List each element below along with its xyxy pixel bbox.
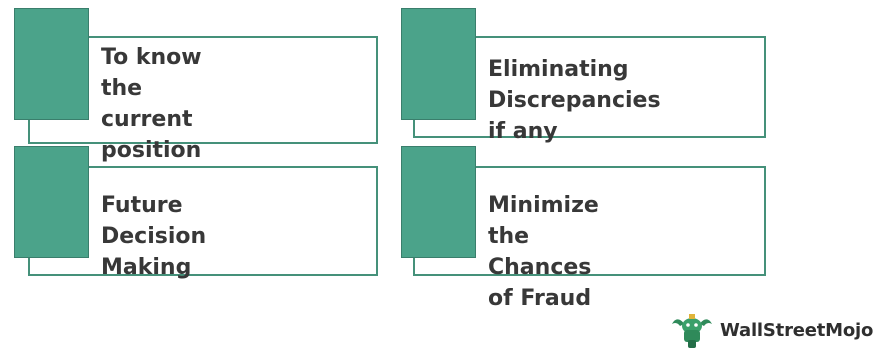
brand-name: WallStreetMojo	[720, 319, 874, 341]
card-accent-block	[401, 146, 476, 258]
card-accent-block	[401, 8, 476, 120]
card-accent-block	[14, 8, 89, 120]
card-label: Minimize the Chances of Fraud	[488, 193, 599, 311]
card-accent-block	[14, 146, 89, 258]
wallstreetmojo-logo-icon	[672, 314, 712, 348]
card-label: Eliminating Discrepancies if any	[488, 57, 661, 144]
brand-watermark: WallStreetMojo	[668, 310, 873, 350]
card-label: Future Decision Making	[101, 193, 207, 280]
